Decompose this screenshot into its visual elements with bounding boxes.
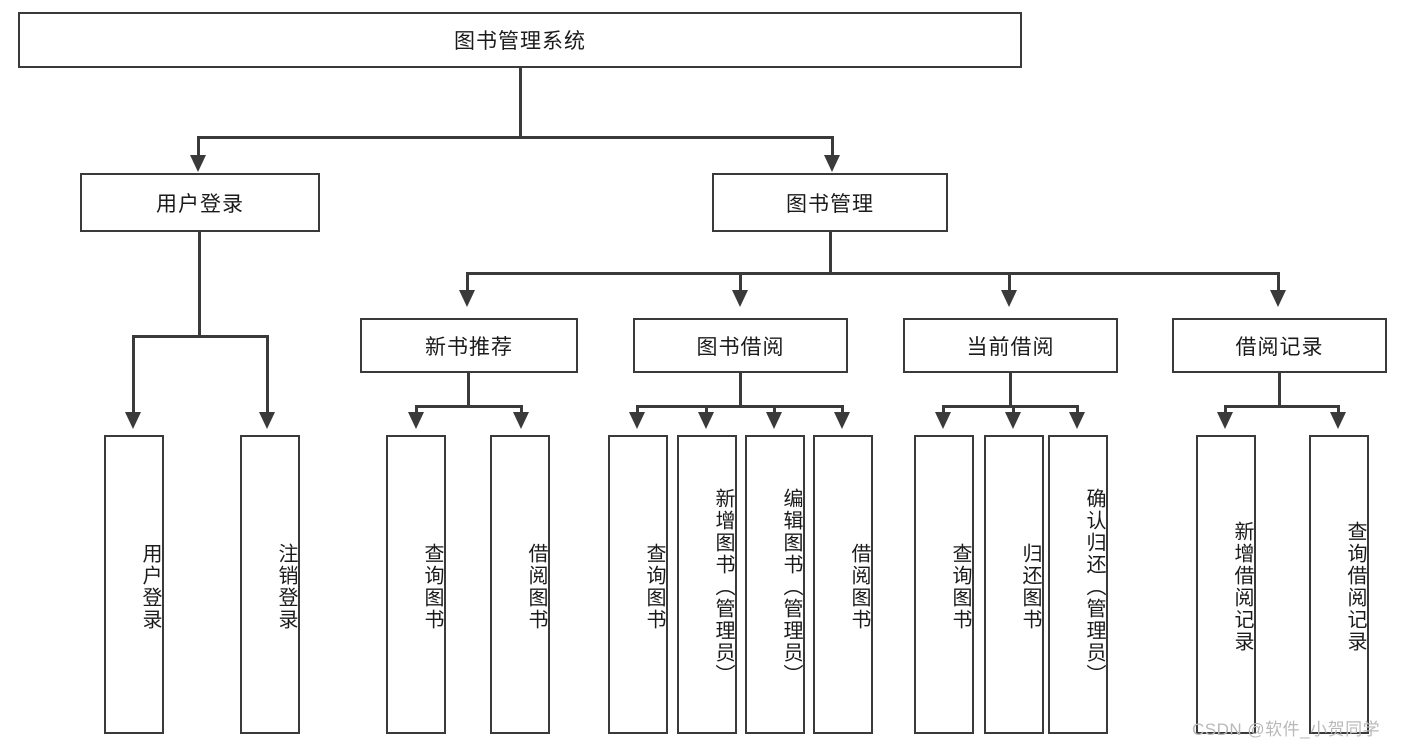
connector-bookborrow-l2 xyxy=(705,405,708,415)
node-book-borrow[interactable]: 图书借阅 xyxy=(633,318,848,373)
leaf-label: 借阅图书 xyxy=(525,542,547,631)
connector-bookborrow-l4 xyxy=(841,405,844,415)
node-new-book-recommend[interactable]: 新书推荐 xyxy=(360,318,578,373)
connector-book-manage-c3 xyxy=(1008,272,1011,292)
arrowhead-borrowrecord-l2 xyxy=(1330,412,1346,429)
leaf-add-book-admin[interactable]: 新增图书（管理员） xyxy=(677,435,737,734)
connector-book-manage-bus xyxy=(466,272,1280,275)
connector-borrowrecord-bus xyxy=(1224,405,1340,408)
connector-borrowrecord-l1 xyxy=(1224,405,1227,415)
connector-root-to-user-login xyxy=(197,136,200,158)
node-label: 当前借阅 xyxy=(966,335,1055,359)
node-label: 图书借阅 xyxy=(696,335,785,359)
leaf-label: 新增借阅记录 xyxy=(1231,520,1253,653)
node-label: 用户登录 xyxy=(156,192,244,216)
arrowhead-newbook-l1 xyxy=(408,412,424,429)
leaf-edit-book-admin[interactable]: 编辑图书（管理员） xyxy=(745,435,805,734)
arrowhead-book-manage-c3 xyxy=(1001,290,1017,307)
connector-currentborrow-stem xyxy=(1009,373,1012,407)
leaf-query-book-recommend[interactable]: 查询图书 xyxy=(386,435,446,734)
connector-currentborrow-l1 xyxy=(942,405,945,415)
leaf-logout-login[interactable]: 注销登录 xyxy=(240,435,300,734)
leaf-label: 归还图书 xyxy=(1019,542,1041,631)
node-root-system[interactable]: 图书管理系统 xyxy=(18,12,1022,68)
leaf-query-book-borrow[interactable]: 查询图书 xyxy=(608,435,668,734)
node-user-login[interactable]: 用户登录 xyxy=(80,173,320,232)
node-label: 图书管理系统 xyxy=(454,30,586,53)
leaf-label: 查询借阅记录 xyxy=(1344,520,1366,653)
node-current-borrow[interactable]: 当前借阅 xyxy=(903,318,1118,373)
leaf-label: 借阅图书 xyxy=(848,542,870,631)
leaf-label: 查询图书 xyxy=(643,542,665,631)
connector-newbook-l2 xyxy=(520,405,523,415)
connector-newbook-l1 xyxy=(415,405,418,415)
arrowhead-user-login-l2 xyxy=(259,412,275,429)
leaf-query-book-current[interactable]: 查询图书 xyxy=(914,435,974,734)
connector-user-login-bus xyxy=(132,335,269,338)
connector-borrowrecord-l2 xyxy=(1337,405,1340,415)
arrowhead-book-manage-c1 xyxy=(459,290,475,307)
node-label: 图书管理 xyxy=(786,192,874,216)
connector-root-bus xyxy=(197,136,834,139)
node-book-management[interactable]: 图书管理 xyxy=(712,173,948,232)
connector-currentborrow-l2 xyxy=(1012,405,1015,415)
leaf-label: 查询图书 xyxy=(949,542,971,631)
connector-borrowrecord-stem xyxy=(1278,373,1281,407)
connector-user-login-l2 xyxy=(266,335,269,415)
connector-bookborrow-bus xyxy=(636,405,844,408)
connector-root-to-book-manage xyxy=(831,136,834,158)
watermark-text: CSDN @软件_小贺同学 xyxy=(1192,720,1381,739)
leaf-query-borrow-record[interactable]: 查询借阅记录 xyxy=(1309,435,1369,734)
arrowhead-book-manage-c4 xyxy=(1270,290,1286,307)
leaf-label: 用户登录 xyxy=(139,542,161,631)
leaf-borrow-book-recommend[interactable]: 借阅图书 xyxy=(490,435,550,734)
connector-book-manage-stem xyxy=(829,232,832,274)
arrowhead-newbook-l2 xyxy=(513,412,529,429)
connector-newbook-stem xyxy=(467,373,470,407)
connector-newbook-bus xyxy=(415,405,523,408)
arrowhead-borrowrecord-l1 xyxy=(1217,412,1233,429)
leaf-label: 编辑图书（管理员） xyxy=(780,487,802,686)
leaf-add-borrow-record[interactable]: 新增借阅记录 xyxy=(1196,435,1256,734)
connector-user-login-l1 xyxy=(132,335,135,415)
arrowhead-root-to-user-login xyxy=(190,155,206,172)
connector-bookborrow-l3 xyxy=(773,405,776,415)
node-borrow-record[interactable]: 借阅记录 xyxy=(1172,318,1387,373)
connector-bookborrow-l1 xyxy=(636,405,639,415)
arrowhead-bookborrow-l4 xyxy=(834,412,850,429)
leaf-confirm-return-admin[interactable]: 确认归还（管理员） xyxy=(1048,435,1108,734)
node-label: 新书推荐 xyxy=(425,335,513,359)
leaf-label: 新增图书（管理员） xyxy=(712,487,734,686)
arrowhead-currentborrow-l2 xyxy=(1005,412,1021,429)
connector-currentborrow-l3 xyxy=(1076,405,1079,415)
arrowhead-currentborrow-l1 xyxy=(935,412,951,429)
leaf-label: 确认归还（管理员） xyxy=(1083,487,1105,686)
arrowhead-root-to-book-manage xyxy=(824,155,840,172)
arrowhead-currentborrow-l3 xyxy=(1069,412,1085,429)
arrowhead-book-manage-c2 xyxy=(732,290,748,307)
connector-book-manage-c4 xyxy=(1277,272,1280,292)
connector-bookborrow-stem xyxy=(739,373,742,407)
leaf-return-book[interactable]: 归还图书 xyxy=(984,435,1044,734)
connector-book-manage-c1 xyxy=(466,272,469,292)
leaf-borrow-book[interactable]: 借阅图书 xyxy=(813,435,873,734)
connector-book-manage-c2 xyxy=(739,272,742,292)
arrowhead-bookborrow-l1 xyxy=(629,412,645,429)
arrowhead-bookborrow-l2 xyxy=(698,412,714,429)
connector-root-stem xyxy=(519,68,522,138)
connector-user-login-stem xyxy=(198,232,201,337)
arrowhead-bookborrow-l3 xyxy=(766,412,782,429)
leaf-user-login[interactable]: 用户登录 xyxy=(104,435,164,734)
connector-currentborrow-bus xyxy=(942,405,1079,408)
leaf-label: 注销登录 xyxy=(275,542,297,631)
leaf-label: 查询图书 xyxy=(421,542,443,631)
arrowhead-user-login-l1 xyxy=(125,412,141,429)
node-label: 借阅记录 xyxy=(1235,335,1324,359)
